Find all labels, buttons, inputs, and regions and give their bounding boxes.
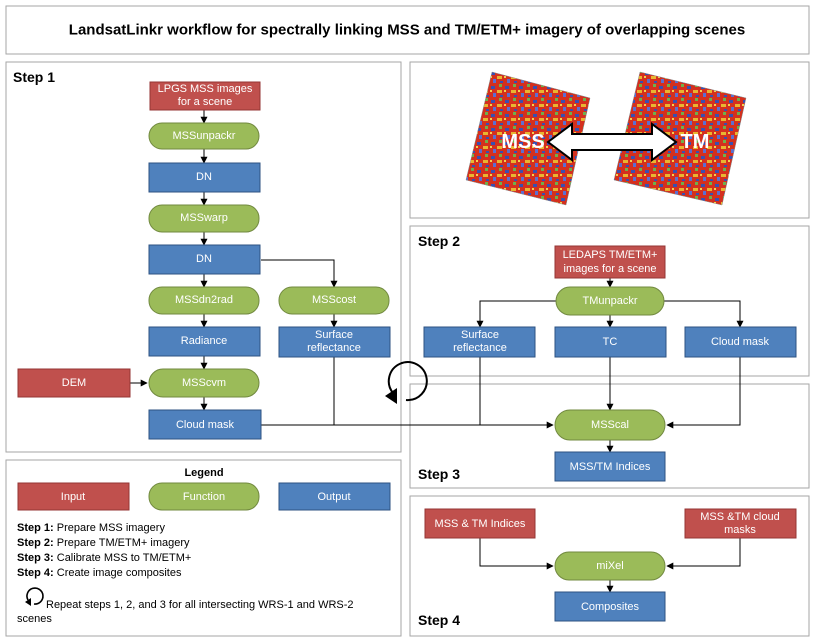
node-step1-surface-reflectance: Surface reflectance [278, 326, 391, 358]
indices-in-label: MSS & TM Indices [435, 518, 526, 530]
legend-input-label: Input [61, 491, 85, 503]
repeat-cycle-icon [385, 361, 428, 404]
legend-repeat-icon [25, 587, 44, 606]
step2-heading: Step 2 [418, 233, 460, 249]
tm-label: TM [681, 131, 710, 153]
node-msswarp: MSSwarp [148, 204, 260, 233]
legend-step2: Step 2: Prepare TM/ETM+ imagery [17, 537, 190, 549]
surf1-line2: reflectance [307, 342, 361, 354]
legend-step4: Step 4: Create image composites [17, 567, 182, 579]
legend-function-swatch [148, 482, 260, 511]
tmunpackr-label: TMunpackr [582, 295, 637, 307]
tc-label: TC [603, 336, 618, 348]
step4-heading: Step 4 [418, 612, 460, 628]
msscost-label: MSScost [312, 294, 356, 306]
node-ledaps: LEDAPS TM/ETM+ images for a scene [554, 245, 666, 279]
dn2-label: DN [196, 253, 212, 265]
legend-heading: Legend [184, 467, 223, 479]
node-msscvm: MSScvm [148, 368, 260, 398]
legend-function-label: Function [183, 491, 225, 503]
node-radiance: Radiance [148, 326, 261, 357]
radiance-label: Radiance [181, 335, 227, 347]
lpgs-line2: for a scene [178, 96, 232, 108]
legend-step3: Step 3: Calibrate MSS to TM/ETM+ [17, 552, 191, 564]
node-msscal: MSScal [554, 409, 666, 441]
legend-repeat-line1: Repeat steps 1, 2, and 3 for all interse… [46, 599, 354, 611]
composites-label: Composites [581, 601, 640, 613]
legend-output-label: Output [317, 491, 350, 503]
lpgs-line1: LPGS MSS images [158, 83, 253, 95]
legend-output-swatch [278, 482, 391, 511]
node-step1-cloud-mask: Cloud mask [148, 409, 262, 440]
node-mssdn2rad: MSSdn2rad [148, 286, 260, 315]
surf2-line2: reflectance [453, 342, 507, 354]
step1-heading: Step 1 [13, 69, 55, 85]
mssdn2rad-label: MSSdn2rad [175, 294, 233, 306]
title-panel: LandsatLinkr workflow for spectrally lin… [5, 5, 810, 55]
node-dem: DEM [17, 368, 131, 398]
msscal-label: MSScal [591, 419, 629, 431]
ledaps-line1: LEDAPS TM/ETM+ [563, 249, 658, 261]
node-cloud-masks-input: MSS &TM cloud masks [684, 508, 797, 539]
double-arrow-icon [546, 122, 678, 162]
ledaps-line2: images for a scene [564, 263, 657, 275]
surf1-line1: Surface [315, 329, 353, 341]
node-msscost: MSScost [278, 286, 390, 315]
node-mixel: miXel [554, 551, 666, 581]
legend-repeat-line2: scenes [17, 613, 52, 625]
legend: Legend Input Function Output Step 1: Pre… [17, 467, 391, 625]
node-mssunpackr: MSSunpackr [148, 122, 260, 150]
mss-label: MSS [501, 131, 544, 153]
legend-input-swatch [17, 482, 130, 511]
cloud-masks-line2: masks [724, 524, 756, 536]
node-indices-input: MSS & TM Indices [424, 508, 536, 539]
cloud-masks-line1: MSS &TM cloud [700, 511, 779, 523]
mss-scene-image [465, 71, 591, 206]
dem-label: DEM [62, 377, 86, 389]
node-dn1: DN [148, 162, 261, 193]
legend-step1: Step 1: Prepare MSS imagery [17, 522, 165, 534]
diagram-title: LandsatLinkr workflow for spectrally lin… [69, 22, 745, 39]
node-step2-cloud-mask: Cloud mask [684, 326, 797, 358]
dn1-label: DN [196, 171, 212, 183]
cloudmask1-label: Cloud mask [176, 419, 235, 431]
step3-heading: Step 3 [418, 466, 460, 482]
node-lpgs-mss: LPGS MSS images for a scene [149, 81, 261, 111]
node-composites: Composites [554, 591, 666, 622]
msscvm-label: MSScvm [182, 377, 226, 389]
mixel-label: miXel [596, 560, 624, 572]
node-tmunpackr: TMunpackr [555, 286, 665, 316]
cloudmask2-label: Cloud mask [711, 336, 770, 348]
connectors [130, 110, 744, 593]
indices-label: MSS/TM Indices [570, 461, 651, 473]
mssunpackr-label: MSSunpackr [173, 130, 236, 142]
surf2-line1: Surface [461, 329, 499, 341]
node-dn2: DN [148, 244, 261, 275]
node-step2-surface-reflectance: Surface reflectance [423, 326, 536, 358]
satellite-images: MSS TM [465, 71, 747, 206]
node-tc: TC [554, 326, 667, 358]
msswarp-label: MSSwarp [180, 212, 228, 224]
node-mss-tm-indices: MSS/TM Indices [554, 451, 666, 482]
